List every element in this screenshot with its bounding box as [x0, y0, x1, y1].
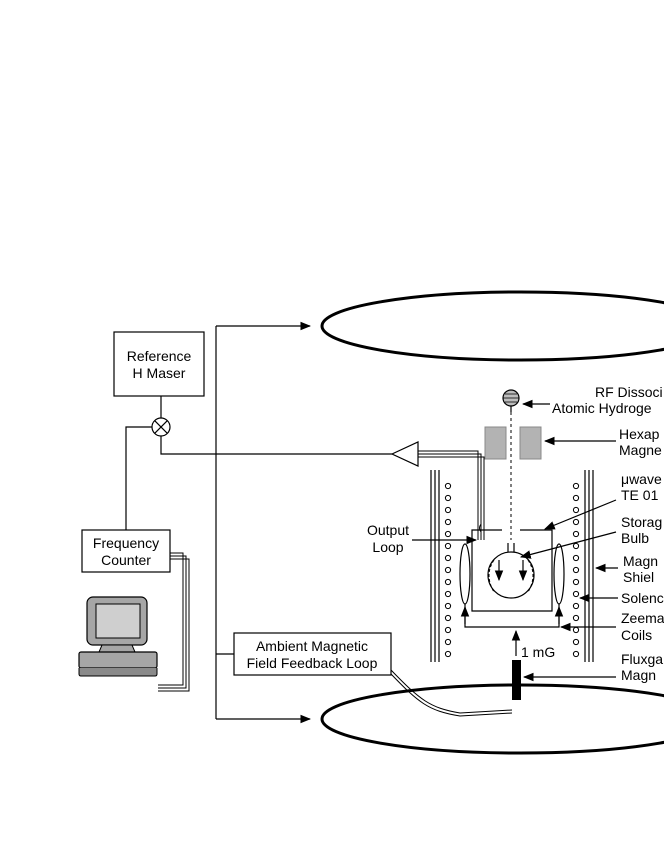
output-loop-line1: Output	[367, 522, 409, 538]
zeeman-coil-left	[459, 543, 471, 605]
rf-dissociator-line1: RF Dissoci	[595, 384, 663, 400]
rf-dissociator-icon	[502, 389, 520, 412]
frequency-counter-line1: Frequency	[93, 535, 159, 551]
bottom-ellipse-coil	[320, 683, 664, 755]
hexapole-magnet-left	[484, 426, 507, 460]
frequency-counter-box: Frequency Counter	[81, 529, 171, 573]
solenoid-line1: Solenc	[621, 590, 664, 606]
feedback-loop-box: Ambient Magnetic Field Feedback Loop	[233, 632, 392, 676]
storage-bulb	[487, 543, 535, 599]
hexapole-line1: Hexap	[619, 426, 660, 442]
field-value-label: 1 mG	[521, 644, 555, 660]
output-loop-probe	[479, 523, 482, 540]
amplifier-cable	[418, 450, 485, 540]
solenoid-left	[444, 482, 452, 658]
rf-dissociator-line2: Atomic Hydroge	[552, 400, 652, 416]
hexapole-line2: Magne	[619, 442, 662, 458]
output-loop-line2: Loop	[372, 539, 403, 555]
reference-maser-line2: H Maser	[133, 365, 186, 381]
magnetic-shield-left	[430, 470, 440, 662]
shield-line1: Magn	[623, 553, 658, 569]
microwave-pointer	[544, 499, 617, 530]
counter-computer-cable	[158, 552, 190, 692]
microwave-cavity	[471, 529, 553, 612]
output-loop-label: Output Loop	[367, 522, 409, 555]
zeeman-coil-connector	[464, 604, 560, 628]
zeeman-line1: Zeema	[621, 610, 664, 626]
mixer-to-amplifier-line	[160, 436, 392, 455]
fluxgate-probe	[512, 660, 521, 700]
fluxgate-line1: Fluxga	[621, 651, 663, 667]
zeeman-line2: Coils	[621, 627, 652, 643]
mixer-icon	[151, 417, 171, 437]
reference-maser-box: Reference H Maser	[113, 331, 205, 397]
storage-bulb-pointer	[519, 531, 617, 559]
shield-line2: Shiel	[623, 569, 654, 585]
storage-bulb-line2: Bulb	[621, 530, 649, 546]
microwave-line2: TE 01	[621, 487, 659, 503]
feedback-loop-line2: Field Feedback Loop	[247, 655, 378, 671]
frequency-counter-line2: Counter	[101, 552, 151, 568]
hexapole-magnet-right	[519, 426, 542, 460]
amplifier-icon	[390, 441, 419, 467]
mixer-to-counter-line	[125, 426, 152, 530]
computer-icon	[78, 596, 158, 677]
magnetic-shield-right	[584, 470, 594, 662]
solenoid-right	[572, 482, 580, 658]
feedback-loop-line1: Ambient Magnetic	[256, 638, 368, 654]
fluxgate-line2: Magn	[621, 667, 656, 683]
reference-maser-line1: Reference	[127, 348, 192, 364]
fluxgate-cable	[390, 669, 513, 717]
zeeman-coil-right	[553, 543, 565, 605]
microwave-line1: μwave	[621, 471, 662, 487]
storage-bulb-line1: Storag	[621, 514, 662, 530]
top-ellipse-coil	[320, 290, 664, 362]
